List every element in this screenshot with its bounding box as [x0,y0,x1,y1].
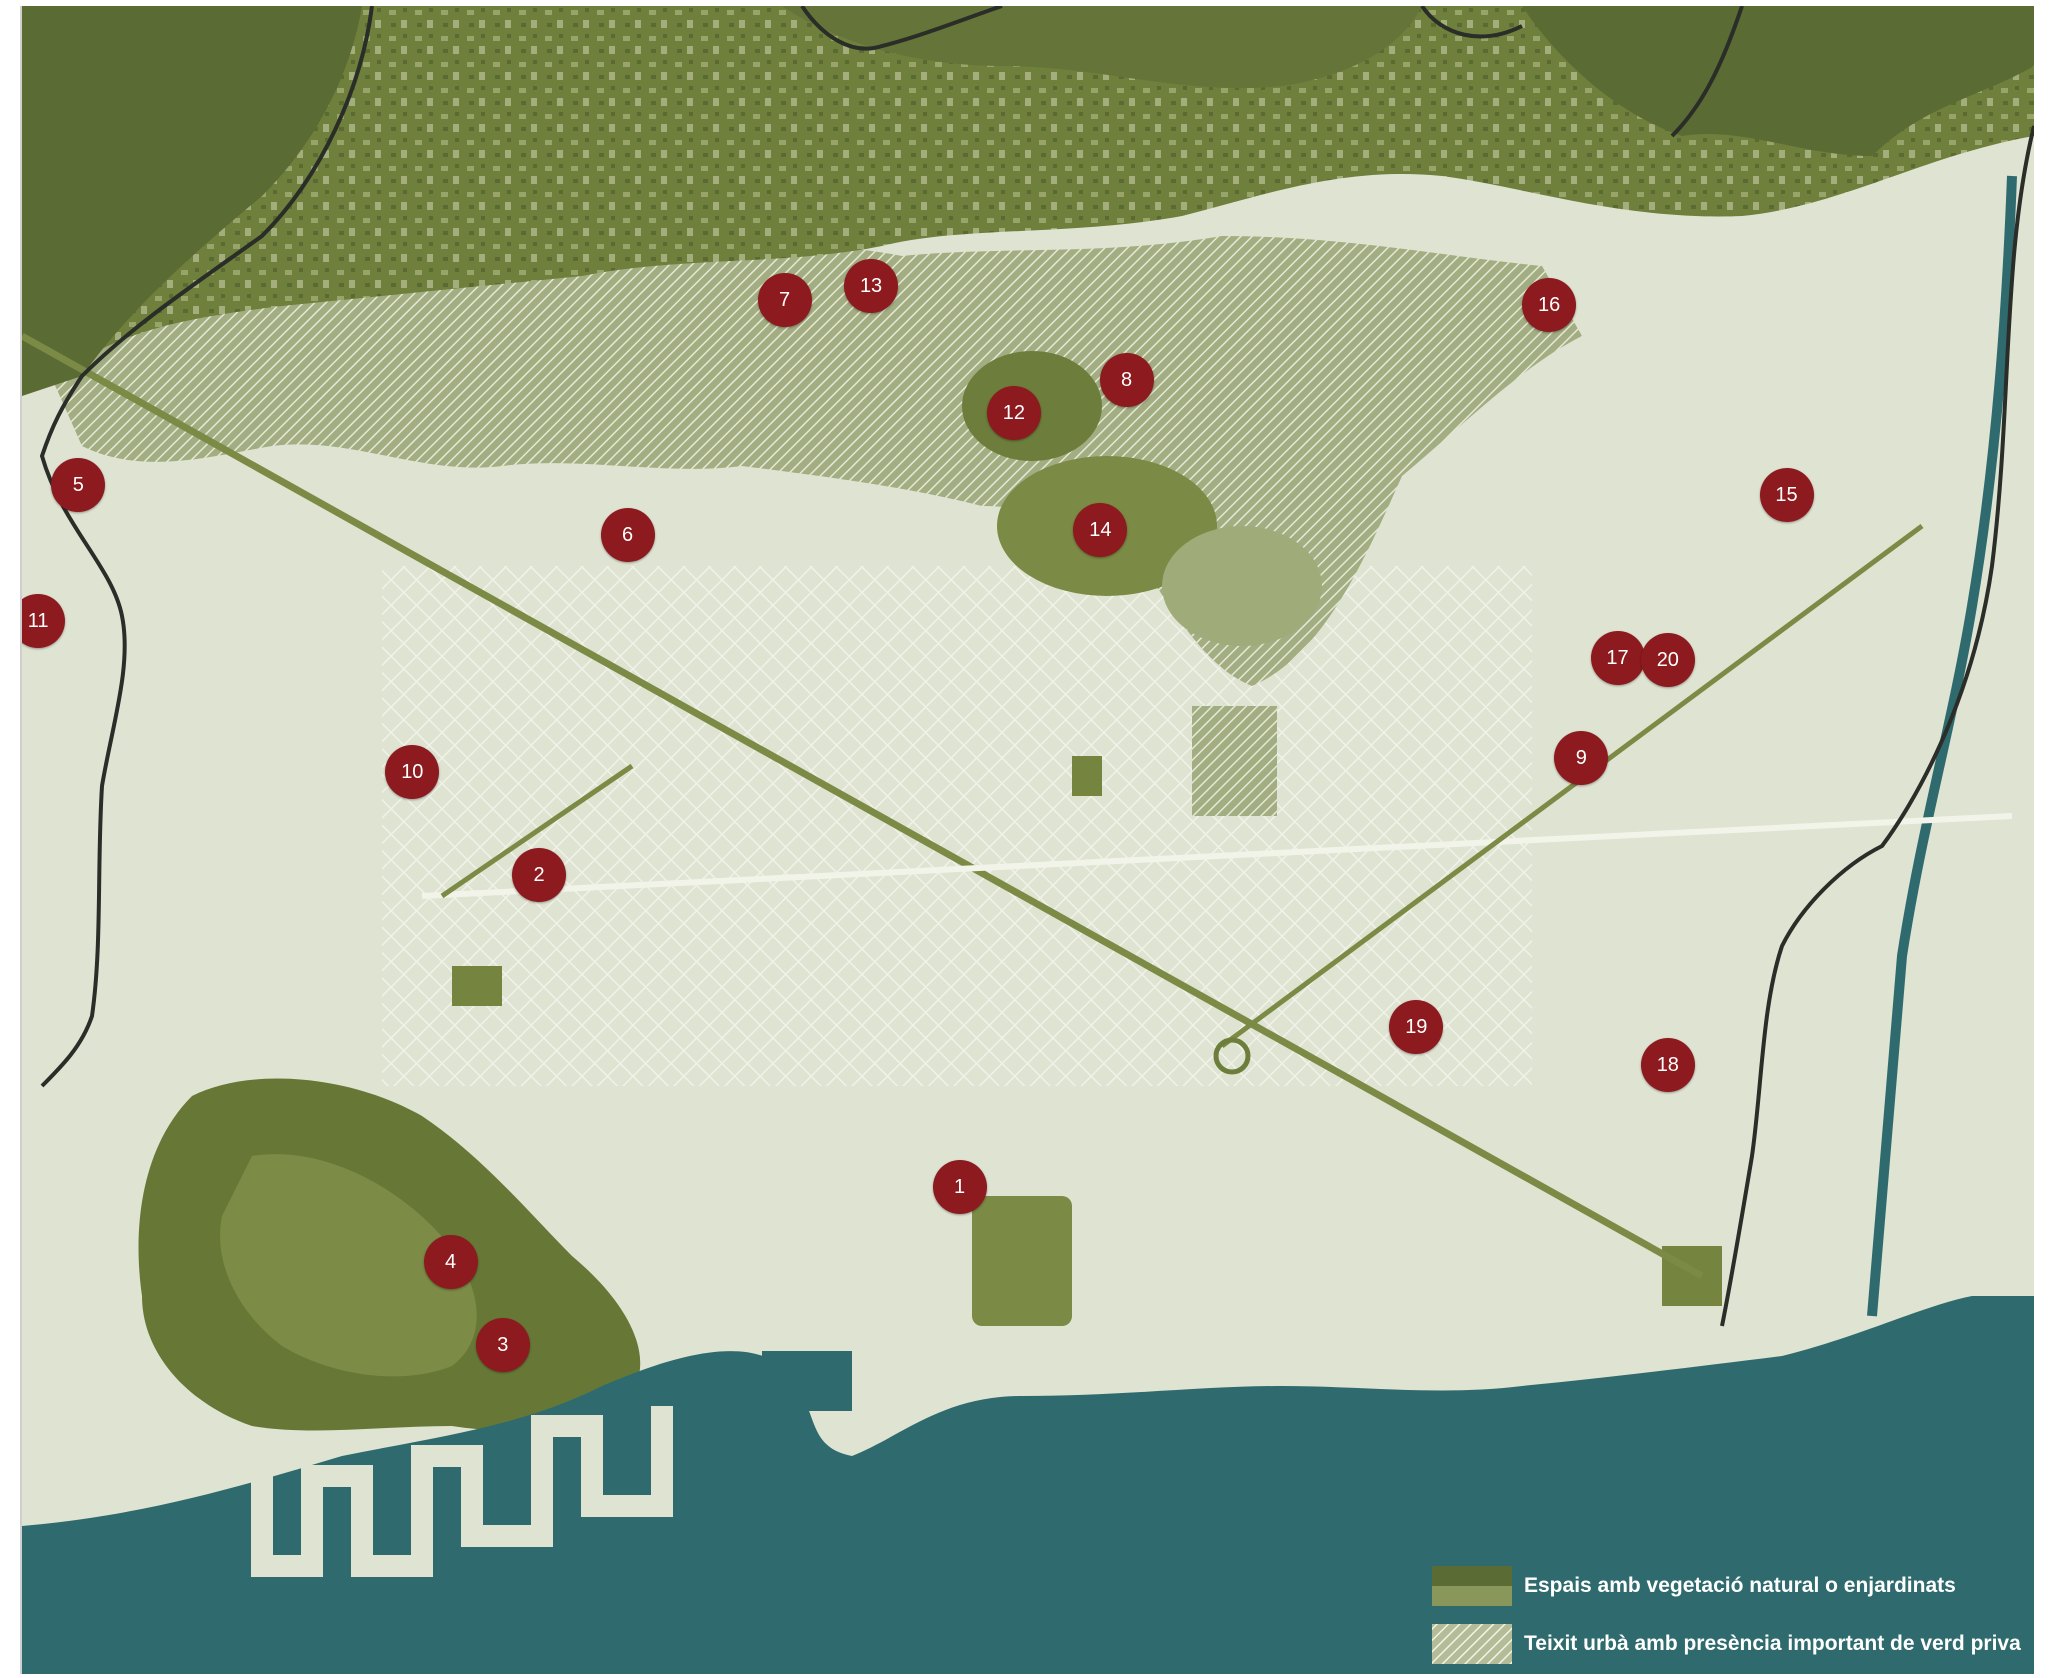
avinguda-diagonal [22,332,1704,1280]
map-marker-19[interactable]: 19 [1389,999,1444,1054]
municipal-boundary-north [800,6,1744,138]
legend-item-natural-vegetation: Espais amb vegetació natural o enjardina… [1432,1566,2034,1606]
park-ciutadella [972,1196,1072,1326]
gran-via [421,813,2013,899]
map-marker-12[interactable]: 12 [986,385,1041,440]
map-marker-7[interactable]: 7 [757,272,812,327]
port-docks [212,1406,673,1577]
municipal-boundary-east [1720,125,2034,1327]
montjuic-inner [220,1154,477,1377]
map-marker-15[interactable]: 15 [1759,467,1814,522]
map-marker-6[interactable]: 6 [600,507,655,562]
park-grid-block [1192,706,1277,816]
map-marker-2[interactable]: 2 [512,848,567,903]
legend-swatch-solid-top [1432,1566,1512,1586]
municipal-boundary [39,6,374,1088]
park-small-1 [452,966,502,1006]
mountain-dark-ridge-east [1522,6,2034,156]
map-marker-20[interactable]: 20 [1640,632,1695,687]
mountain-dark-ridge [22,6,362,396]
map-marker-18[interactable]: 18 [1640,1038,1695,1093]
map-marker-3[interactable]: 3 [475,1318,530,1373]
placa-glories [1213,1037,1251,1075]
city-map[interactable] [22,6,2034,1674]
map-marker-8[interactable]: 8 [1099,352,1154,407]
paral-lel [440,763,634,899]
map-marker-9[interactable]: 9 [1554,731,1609,786]
map-marker-1[interactable]: 1 [932,1159,987,1214]
sea [22,1296,2034,1674]
port-vell [762,1351,852,1411]
map-marker-5[interactable]: 5 [51,457,106,512]
legend-label-natural-vegetation: Espais amb vegetació natural o enjardina… [1524,1574,1956,1597]
legend-item-private-green: Teixit urbà amb presència important de v… [1432,1624,2034,1664]
legend-swatch-solid-bottom [1432,1586,1512,1606]
map-marker-4[interactable]: 4 [423,1235,478,1289]
legend-label-private-green: Teixit urbà amb presència important de v… [1524,1632,2021,1655]
park-turo [1162,526,1322,646]
map-marker-10[interactable]: 10 [385,744,440,799]
park-small-2 [1072,756,1102,796]
legend-swatch-hatched [1432,1624,1512,1664]
eixample-grid [382,566,1532,1086]
map-marker-13[interactable]: 13 [844,259,899,314]
map-marker-17[interactable]: 17 [1590,631,1645,686]
collserola-range [22,6,2034,386]
besos-river [1867,175,2017,1317]
map-marker-14[interactable]: 14 [1073,502,1128,557]
map-marker-16[interactable]: 16 [1522,277,1577,332]
avinguda-meridiana [1220,523,1924,1049]
legend: Espais amb vegetació natural o enjardina… [1432,1566,2034,1674]
